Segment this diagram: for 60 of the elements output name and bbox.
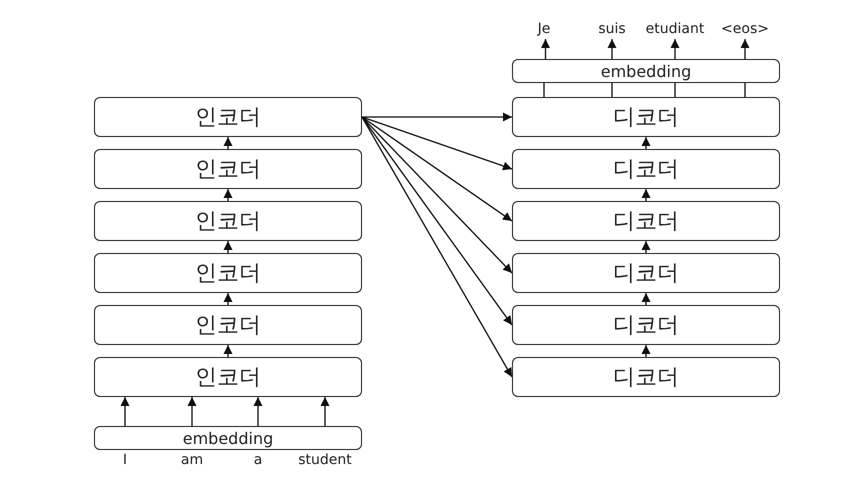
arrow <box>320 397 330 426</box>
box-label: 인코더 <box>195 208 261 236</box>
arrow <box>224 241 232 253</box>
box-label: 디코더 <box>613 156 679 184</box>
output-token: <eos> <box>721 21 769 37</box>
box-label: 인코더 <box>195 364 261 392</box>
arrow <box>224 293 232 305</box>
arrow <box>670 39 680 59</box>
arrow <box>361 116 513 326</box>
box-label: 디코더 <box>613 312 679 340</box>
decoder-box <box>512 149 780 189</box>
decoder-box <box>512 253 780 293</box>
box-label: embedding <box>600 62 692 80</box>
arrow <box>642 345 650 357</box>
arrow <box>642 293 650 305</box>
decoder-box <box>512 357 780 397</box>
output-token: etudiant <box>646 21 704 37</box>
encoder-box <box>94 305 362 345</box>
output-token: Je <box>538 21 550 37</box>
box-label: 디코더 <box>613 104 679 132</box>
arrow <box>224 345 232 357</box>
box-label: 인코더 <box>195 312 261 340</box>
encoder-box <box>94 253 362 293</box>
arrow <box>254 397 262 426</box>
encoder-box <box>94 97 362 137</box>
input-token: a <box>254 452 262 468</box>
embedding-layer-box <box>512 59 780 83</box>
arrow <box>120 397 130 426</box>
arrow <box>608 39 616 59</box>
encoder-box <box>94 201 362 241</box>
arrow <box>362 116 512 222</box>
arrow <box>642 137 650 149</box>
embedding-layer-box <box>94 426 362 450</box>
arrow <box>188 397 196 426</box>
arrow <box>361 116 513 378</box>
input-token: am <box>180 452 204 468</box>
box-label: 인코더 <box>195 104 261 132</box>
decoder-box <box>512 97 780 137</box>
decoder-box <box>512 201 780 241</box>
arrow <box>541 39 550 59</box>
box-label: 디코더 <box>613 364 679 392</box>
box-label: 디코더 <box>613 260 679 288</box>
decoder-box <box>512 305 780 345</box>
arrow <box>362 116 512 274</box>
encoder-box <box>94 149 362 189</box>
box-label: 인코더 <box>195 156 261 184</box>
arrow <box>224 137 232 149</box>
arrow <box>642 189 650 201</box>
arrow <box>362 112 512 122</box>
encoder-box <box>94 357 362 397</box>
arrow <box>362 116 512 170</box>
box-label: embedding <box>182 428 274 448</box>
output-token: suis <box>598 21 626 37</box>
arrow <box>740 39 750 59</box>
input-token: I <box>122 452 128 468</box>
arrow <box>642 241 650 253</box>
arrow <box>224 189 232 201</box>
input-token: student <box>298 452 352 468</box>
box-label: 디코더 <box>613 208 679 236</box>
box-label: 인코더 <box>195 260 261 288</box>
